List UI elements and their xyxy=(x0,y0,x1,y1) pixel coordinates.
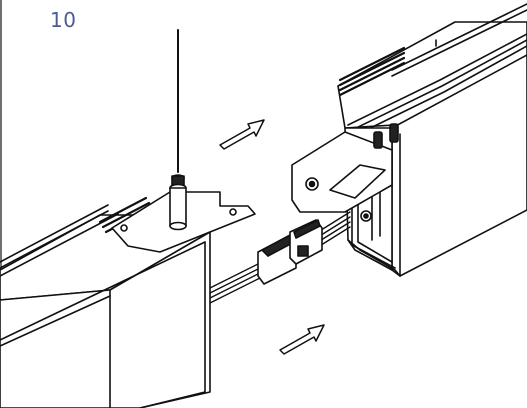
connector-plate xyxy=(291,123,399,213)
plug-connector xyxy=(257,219,323,285)
direction-arrow-top xyxy=(219,119,265,150)
direction-arrow-bottom xyxy=(279,324,325,355)
step-number: 10 xyxy=(50,8,77,32)
cable-bundle xyxy=(209,211,351,304)
left-profile xyxy=(0,191,256,408)
right-profile-ribs xyxy=(338,46,406,97)
suspension-wire xyxy=(169,29,187,231)
